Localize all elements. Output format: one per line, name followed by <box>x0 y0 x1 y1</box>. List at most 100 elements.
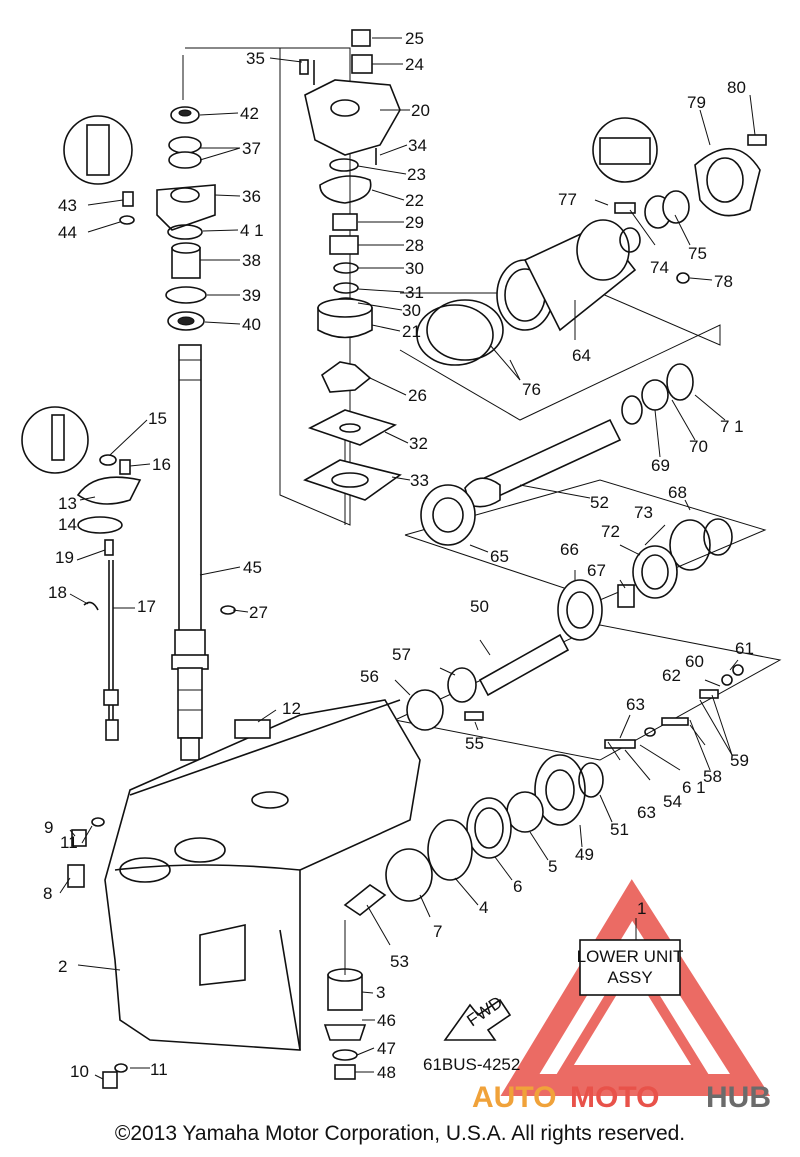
forward-gear-and-clutch <box>406 579 744 749</box>
callout-1: 1 <box>637 899 646 918</box>
callout-12: 12 <box>282 699 301 718</box>
drive-shaft-bearing-stack <box>63 106 216 331</box>
watermark-part-3: HUB <box>706 1081 771 1114</box>
callout-3: 3 <box>376 983 385 1002</box>
callout-52: 52 <box>590 493 609 512</box>
reverse-gear-assembly <box>343 754 604 916</box>
callout-24: 24 <box>405 55 424 74</box>
lower-casing <box>104 699 421 1051</box>
callout-51: 51 <box>610 820 629 839</box>
callout-79: 79 <box>687 93 706 112</box>
watermark-text: AUTO MOTO HUB <box>472 1081 771 1114</box>
lower-unit-assy-box: LOWER UNIT ASSY <box>577 939 684 996</box>
watermark-part-1: AUTO <box>472 1081 556 1114</box>
callout-22: 22 <box>405 191 424 210</box>
callout-30b: 30 <box>402 301 421 320</box>
callout-50: 50 <box>470 597 489 616</box>
callout-48: 48 <box>377 1063 396 1082</box>
shift-rod-assembly <box>21 406 236 741</box>
propeller-shaft-housing <box>416 117 767 366</box>
callout-8: 8 <box>43 884 52 903</box>
callout-61b: 6 1 <box>682 778 706 797</box>
callout-6: 6 <box>513 877 522 896</box>
callout-69: 69 <box>651 456 670 475</box>
callout-53: 53 <box>390 952 409 971</box>
watermark-logo <box>500 879 771 1096</box>
callout-45: 45 <box>243 558 262 577</box>
callout-64: 64 <box>572 346 591 365</box>
callout-30a: 30 <box>405 259 424 278</box>
callout-35: 35 <box>246 49 265 68</box>
callout-65: 65 <box>490 547 509 566</box>
callout-numbers: 1 2 3 4 5 6 7 8 9 10 11 11 12 13 14 15 1… <box>43 29 754 1082</box>
callout-77: 77 <box>558 190 577 209</box>
callout-80: 80 <box>727 78 746 97</box>
callout-55: 55 <box>465 734 484 753</box>
callout-26: 26 <box>408 386 427 405</box>
callout-29: 29 <box>405 213 424 232</box>
callout-43: 43 <box>58 196 77 215</box>
callout-73: 73 <box>634 503 653 522</box>
copyright-notice: ©2013 Yamaha Motor Corporation, U.S.A. A… <box>114 1122 686 1145</box>
callout-59: 59 <box>730 751 749 770</box>
callout-75: 75 <box>688 244 707 263</box>
callout-47: 47 <box>377 1039 396 1058</box>
callout-2: 2 <box>58 957 67 976</box>
callout-68: 68 <box>668 483 687 502</box>
callout-72: 72 <box>601 522 620 541</box>
callout-58: 58 <box>703 767 722 786</box>
callout-57: 57 <box>392 645 411 664</box>
leader-lines <box>59 37 756 1080</box>
callout-41: 4 1 <box>240 221 264 240</box>
callout-76: 76 <box>522 380 541 399</box>
callout-46: 46 <box>377 1011 396 1030</box>
callout-60: 60 <box>685 652 704 671</box>
callout-15: 15 <box>148 409 167 428</box>
callout-11a: 11 <box>60 833 78 852</box>
callout-9: 9 <box>44 818 53 837</box>
assy-line-1: LOWER UNIT <box>577 947 684 966</box>
callout-32: 32 <box>409 434 428 453</box>
callout-63a: 63 <box>626 695 645 714</box>
callout-54: 54 <box>663 792 682 811</box>
callout-19: 19 <box>55 548 74 567</box>
callout-56: 56 <box>360 667 379 686</box>
callout-27: 27 <box>249 603 268 622</box>
assy-line-2: ASSY <box>607 968 652 987</box>
callout-36: 36 <box>242 187 261 206</box>
callout-17: 17 <box>137 597 156 616</box>
propeller-shaft <box>420 363 733 599</box>
callout-13: 13 <box>58 494 77 513</box>
callout-49: 49 <box>575 845 594 864</box>
callout-42: 42 <box>240 104 259 123</box>
callout-44: 44 <box>58 223 77 242</box>
callout-33: 33 <box>410 471 429 490</box>
callout-23: 23 <box>407 165 426 184</box>
fwd-arrow: FWD <box>443 993 512 1041</box>
pinion-gear-stack <box>323 920 367 1080</box>
casing-fasteners <box>67 817 128 1089</box>
callout-18: 18 <box>48 583 67 602</box>
callout-11b: 11 <box>150 1060 168 1079</box>
callout-10: 10 <box>70 1062 89 1081</box>
callout-39: 39 <box>242 286 261 305</box>
callout-74: 74 <box>650 258 669 277</box>
callout-71: 7 1 <box>720 417 744 436</box>
callout-38: 38 <box>242 251 261 270</box>
callout-5: 5 <box>548 857 557 876</box>
callout-61a: 61 <box>735 639 754 658</box>
callout-67: 67 <box>587 561 606 580</box>
callout-70: 70 <box>689 437 708 456</box>
callout-25: 25 <box>405 29 424 48</box>
callout-31: 31 <box>405 283 424 302</box>
callout-28: 28 <box>405 236 424 255</box>
callout-78: 78 <box>714 272 733 291</box>
callout-37: 37 <box>242 139 261 158</box>
callout-14: 14 <box>58 515 77 534</box>
callout-62: 62 <box>662 666 681 685</box>
drawing-code: 61BUS-4252 <box>423 1055 520 1074</box>
callout-4: 4 <box>479 898 488 917</box>
watermark-part-2: MOTO <box>570 1081 659 1114</box>
callout-7: 7 <box>433 922 442 941</box>
